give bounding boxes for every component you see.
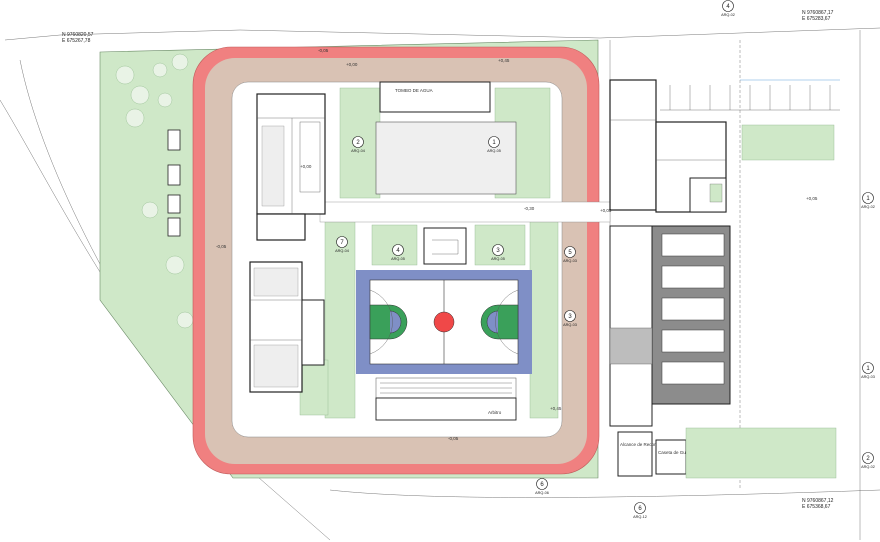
section-marker-7-arq04: 7 ARQ-04 [335, 236, 349, 253]
coordinate-nw: N 9760820,57 E 675267,78 [62, 32, 94, 44]
svg-text:6: 6 [638, 506, 642, 512]
svg-text:ARQ-05: ARQ-05 [491, 257, 505, 261]
section-marker-4-arq05: 4 ARQ-05 [391, 244, 405, 261]
bus-garage [609, 225, 731, 427]
stair-block [423, 227, 467, 265]
top-building [379, 81, 491, 113]
svg-text:7: 7 [340, 240, 344, 246]
svg-text:+0,45: +0,45 [498, 58, 510, 63]
svg-text:+0,00: +0,00 [300, 164, 312, 169]
parking-north [660, 79, 840, 111]
basketball-court [356, 270, 532, 374]
section-marker-1-arq03: 1 ARQ-03 [861, 362, 875, 379]
left-building-south [249, 261, 325, 393]
section-marker-1-arq05: 1 ARQ-05 [487, 136, 501, 153]
svg-text:3: 3 [568, 314, 572, 320]
svg-text:-0,30: -0,30 [524, 206, 535, 211]
svg-text:E 675283,67: E 675283,67 [802, 16, 831, 22]
svg-text:4: 4 [726, 4, 730, 10]
top-building-label: TOMBO DE AGUA [395, 88, 433, 93]
svg-text:5: 5 [568, 250, 572, 256]
kiosk-label: Alcance de Recorrido Elevado [620, 442, 681, 447]
guard-kiosk-2 [655, 439, 687, 475]
svg-text:ARQ-05: ARQ-05 [487, 149, 501, 153]
left-building-north [256, 93, 326, 241]
svg-text:-0,05: -0,05 [318, 48, 329, 53]
svg-text:N 9760867,17: N 9760867,17 [802, 10, 834, 16]
grass-south-east [685, 427, 837, 479]
svg-text:N 9760820,57: N 9760820,57 [62, 32, 94, 38]
svg-text:+0,05: +0,05 [600, 208, 612, 213]
section-marker-3-arq03: 3 ARQ-03 [563, 310, 577, 327]
svg-text:-0,05: -0,05 [216, 244, 227, 249]
svg-text:1: 1 [866, 196, 870, 202]
walkway [319, 201, 611, 223]
svg-text:ARQ-06: ARQ-06 [535, 491, 549, 495]
svg-text:N 9760867,12: N 9760867,12 [802, 498, 834, 504]
svg-text:2: 2 [356, 140, 360, 146]
infield-grass [299, 87, 559, 419]
svg-text:ARQ-12: ARQ-12 [633, 515, 647, 519]
right-building-north [609, 79, 727, 213]
bleachers: Arbitro [375, 377, 517, 421]
svg-text:+0,00: +0,00 [346, 62, 358, 67]
svg-text:E 675368,67: E 675368,67 [802, 504, 831, 510]
grass-strip-east [741, 124, 835, 161]
svg-text:ARQ-03: ARQ-03 [861, 375, 875, 379]
section-marker-6-arq06: 6 ARQ-06 [535, 478, 549, 495]
svg-text:4: 4 [396, 248, 400, 254]
svg-text:6: 6 [540, 482, 544, 488]
svg-text:ARQ-03: ARQ-03 [563, 259, 577, 263]
section-marker-2-arq02: 2 ARQ-02 [861, 452, 875, 469]
arbiter-label: Arbitro [488, 410, 502, 415]
svg-text:ARQ-04: ARQ-04 [335, 249, 349, 253]
svg-text:1: 1 [492, 140, 496, 146]
svg-text:ARQ-02: ARQ-02 [721, 13, 735, 17]
survey-lines [0, 27, 880, 541]
svg-text:ARQ-05: ARQ-05 [391, 257, 405, 261]
coordinate-ne: N 9760867,17 E 675283,67 [802, 10, 834, 22]
pool-field [375, 121, 517, 195]
level-tags: -0,05 +0,00 +0,45 -0,05 +0,05 -0,30 +0,0… [216, 48, 818, 441]
section-marker-5-arq03: 5 ARQ-03 [563, 246, 577, 263]
svg-text:3: 3 [496, 248, 500, 254]
side-units [167, 129, 181, 237]
svg-text:2: 2 [866, 456, 870, 462]
svg-text:+0,05: +0,05 [806, 196, 818, 201]
guard-kiosk [617, 431, 653, 477]
svg-text:E 675267,78: E 675267,78 [62, 38, 91, 44]
svg-text:ARQ-03: ARQ-03 [563, 323, 577, 327]
svg-text:ARQ-02: ARQ-02 [861, 465, 875, 469]
svg-text:ARQ-02: ARQ-02 [861, 205, 875, 209]
kiosk2-label: Caseta de Guardia [658, 450, 696, 455]
svg-text:-0,05: -0,05 [448, 436, 459, 441]
section-marker-3-arq05: 3 ARQ-05 [491, 244, 505, 261]
svg-text:1: 1 [866, 366, 870, 372]
section-marker-4-arq02: 4 ARQ-02 [721, 0, 735, 17]
section-marker-1-arq02: 1 ARQ-02 [861, 192, 875, 209]
svg-text:ARQ-04: ARQ-04 [351, 149, 365, 153]
coordinate-se: N 9760867,12 E 675368,67 [802, 498, 834, 510]
svg-text:+0,45: +0,45 [550, 406, 562, 411]
section-marker-2-arq04: 2 ARQ-04 [351, 136, 365, 153]
section-marker-6-arq12: 6 ARQ-12 [633, 502, 647, 519]
